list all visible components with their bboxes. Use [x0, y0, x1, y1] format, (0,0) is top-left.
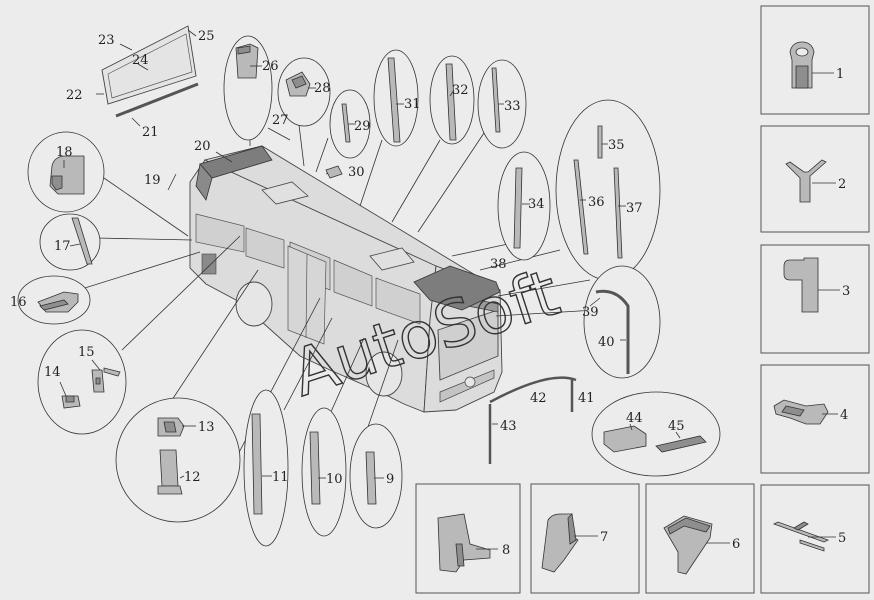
part-32: [429, 55, 475, 145]
part-16: [17, 275, 91, 325]
part-18: [27, 131, 105, 213]
callout-4: 4: [840, 408, 848, 423]
callout-34: 34: [528, 197, 545, 212]
callout-labels: 1 2 3 4 5 6 7 8 9 10 11 12 13 14 15 16 1…: [10, 29, 850, 558]
part-28: [277, 57, 331, 127]
callout-35: 35: [608, 138, 625, 153]
callout-21: 21: [142, 125, 159, 140]
part-10: [301, 407, 347, 537]
callout-1: 1: [836, 67, 844, 82]
detail-panel-7: [530, 483, 640, 594]
callout-23: 23: [98, 33, 115, 48]
callout-19: 19: [144, 173, 161, 188]
part-34: [497, 151, 551, 261]
detail-panel-6: [645, 483, 755, 594]
callout-31: 31: [404, 97, 421, 112]
callout-20: 20: [194, 139, 211, 154]
callout-14: 14: [44, 365, 61, 380]
callout-43: 43: [500, 419, 517, 434]
callout-27: 27: [272, 113, 289, 128]
callout-37: 37: [626, 201, 643, 216]
part-20: [215, 151, 233, 163]
part-30: [325, 165, 343, 179]
callout-25: 25: [198, 29, 215, 44]
callout-5: 5: [838, 531, 846, 546]
callout-44: 44: [626, 411, 643, 426]
part-26: [223, 35, 273, 141]
callout-16: 16: [10, 295, 27, 310]
callout-29: 29: [354, 119, 371, 134]
part-44-45: [591, 391, 721, 477]
detail-panel-8: [415, 483, 521, 594]
part-29: [329, 89, 371, 159]
callout-24: 24: [132, 53, 149, 68]
callout-11: 11: [272, 470, 289, 485]
callout-2: 2: [838, 177, 846, 192]
callout-32: 32: [452, 83, 469, 98]
callout-40: 40: [598, 335, 615, 350]
callout-12: 12: [184, 470, 201, 485]
part-35-37: [555, 99, 661, 281]
part-39-40: [583, 265, 661, 379]
callout-18: 18: [56, 145, 73, 160]
callout-38: 38: [490, 257, 507, 272]
callout-22: 22: [66, 88, 83, 103]
callout-17: 17: [54, 239, 71, 254]
detail-panel-1: [760, 5, 870, 115]
callout-7: 7: [600, 530, 608, 545]
part-11: [243, 389, 289, 547]
callout-42: 42: [530, 391, 547, 406]
detail-panel-5: [760, 484, 870, 594]
callout-8: 8: [502, 543, 510, 558]
detail-panel-2: [760, 125, 870, 233]
part-33: [477, 59, 527, 149]
callout-15: 15: [78, 345, 95, 360]
callout-41: 41: [578, 391, 595, 406]
part-12-13: [115, 397, 241, 523]
callout-3: 3: [842, 284, 850, 299]
callout-28: 28: [314, 81, 331, 96]
detail-panel-3: [760, 244, 870, 354]
callout-39: 39: [582, 305, 599, 320]
part-14-15: [37, 329, 127, 435]
part-41-43: [488, 376, 577, 464]
callout-26: 26: [262, 59, 279, 74]
callout-30: 30: [348, 165, 365, 180]
callout-45: 45: [668, 419, 685, 434]
callout-6: 6: [732, 537, 740, 552]
callout-9: 9: [386, 472, 394, 487]
callout-36: 36: [588, 195, 605, 210]
part-21-25: [96, 25, 199, 127]
part-17: [39, 213, 101, 271]
callout-33: 33: [504, 99, 521, 114]
callout-13: 13: [198, 420, 215, 435]
callout-10: 10: [326, 472, 343, 487]
part-9: [349, 423, 403, 529]
bus-body: [189, 145, 503, 413]
part-31: [373, 49, 419, 147]
detail-panel-4: [760, 364, 870, 474]
